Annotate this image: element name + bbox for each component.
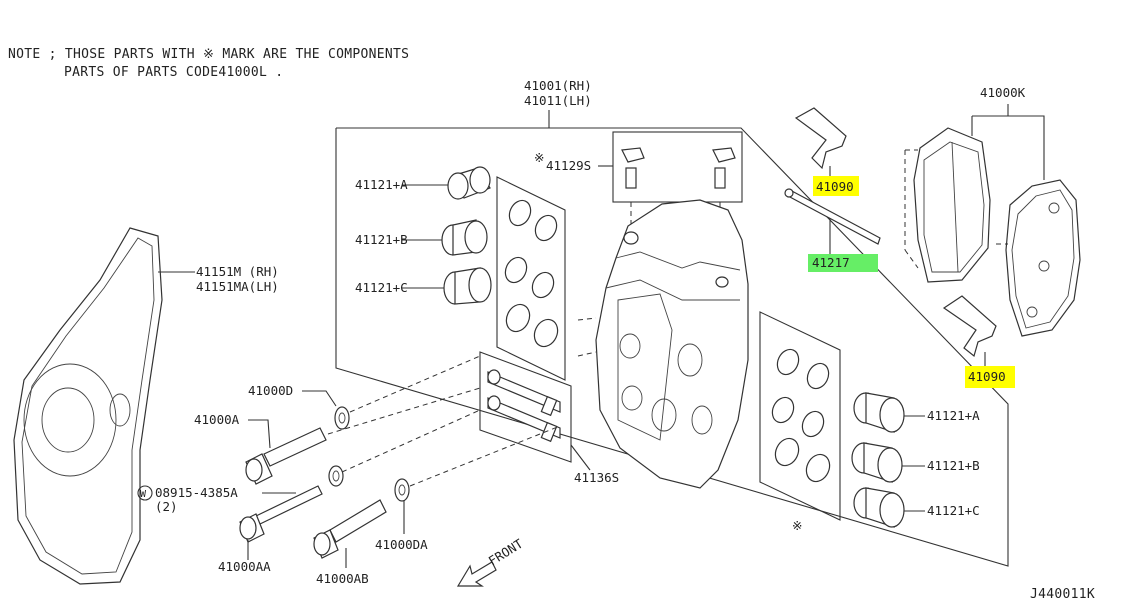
label-bleeder-kit: 41136S xyxy=(574,470,619,485)
seal-kit-right xyxy=(759,311,841,521)
piston-left-a xyxy=(447,166,491,200)
bleeder-kit-box xyxy=(612,131,743,203)
mark-symbol-top: ※ xyxy=(534,150,544,165)
bolt-41000ab xyxy=(313,499,387,559)
washer-08915 xyxy=(328,465,344,487)
pin-kit-box xyxy=(479,351,572,463)
pad-pin xyxy=(784,188,881,245)
label-piston-a-left: 41121+A xyxy=(355,177,408,192)
bolt-41000aa xyxy=(239,485,323,543)
note-line-1: NOTE ; THOSE PARTS WITH ※ MARK ARE THE C… xyxy=(8,47,409,62)
pad-spring-bottom xyxy=(942,295,997,358)
label-bolt-ab: 41000AB xyxy=(316,571,369,586)
highlight-pad-spring-bottom xyxy=(965,366,1015,388)
brake-pad-front xyxy=(913,127,991,283)
piston-right-b xyxy=(851,442,903,483)
piston-left-b xyxy=(441,219,488,256)
label-caliper-rh: 41001(RH) xyxy=(524,78,592,93)
highlight-pad-pin xyxy=(808,254,878,272)
washer-41000d xyxy=(334,406,350,430)
brake-pad-rear xyxy=(1005,179,1081,337)
label-piston-c-left: 41121+C xyxy=(355,280,408,295)
label-bolt-a: 41000A xyxy=(194,412,240,427)
label-washer-da: 41000DA xyxy=(375,537,428,552)
label-baffle-rh: 41151M (RH) xyxy=(196,264,279,279)
baffle-plate xyxy=(13,227,163,585)
label-bolt-aa: 41000AA xyxy=(218,559,271,574)
label-washer-part: 08915-4385A xyxy=(155,485,238,500)
label-pad-spring-top: 41090 xyxy=(816,179,854,194)
label-seal-kit: 41129S xyxy=(546,158,591,173)
piston-right-c xyxy=(853,487,905,528)
diagram-code: J440011K xyxy=(1030,587,1095,602)
front-arrow-icon xyxy=(456,561,497,587)
seal-kit-left xyxy=(496,176,566,381)
pad-spring-top xyxy=(794,107,847,170)
label-bolt-washer: 41000D xyxy=(248,383,293,398)
washer-41000da xyxy=(394,478,410,502)
washer-symbol: W xyxy=(140,489,147,500)
caliper-body xyxy=(595,199,749,489)
highlight-pad-spring-top xyxy=(813,176,859,196)
label-caliper-lh: 41011(LH) xyxy=(524,93,592,108)
label-pad-spring-bottom: 41090 xyxy=(968,369,1006,384)
piston-right-a xyxy=(853,392,905,433)
bolt-41000a xyxy=(245,427,327,485)
mark-symbol-bottom: ※ xyxy=(792,518,802,533)
label-piston-c-right: 41121+C xyxy=(927,503,980,518)
label-washer-qty: (2) xyxy=(155,499,178,514)
label-piston-b-left: 41121+B xyxy=(355,232,408,247)
label-pad-kit: 41000K xyxy=(980,85,1026,100)
front-label: FRONT xyxy=(486,536,526,569)
label-piston-a-right: 41121+A xyxy=(927,408,980,423)
assembly-outline xyxy=(335,110,1009,567)
piston-left-c xyxy=(443,267,492,305)
note-line-2: PARTS OF PARTS CODE41000L . xyxy=(64,65,283,80)
label-piston-b-right: 41121+B xyxy=(927,458,980,473)
label-baffle-lh: 41151MA(LH) xyxy=(196,279,279,294)
label-pad-pin: 41217 xyxy=(812,255,850,270)
